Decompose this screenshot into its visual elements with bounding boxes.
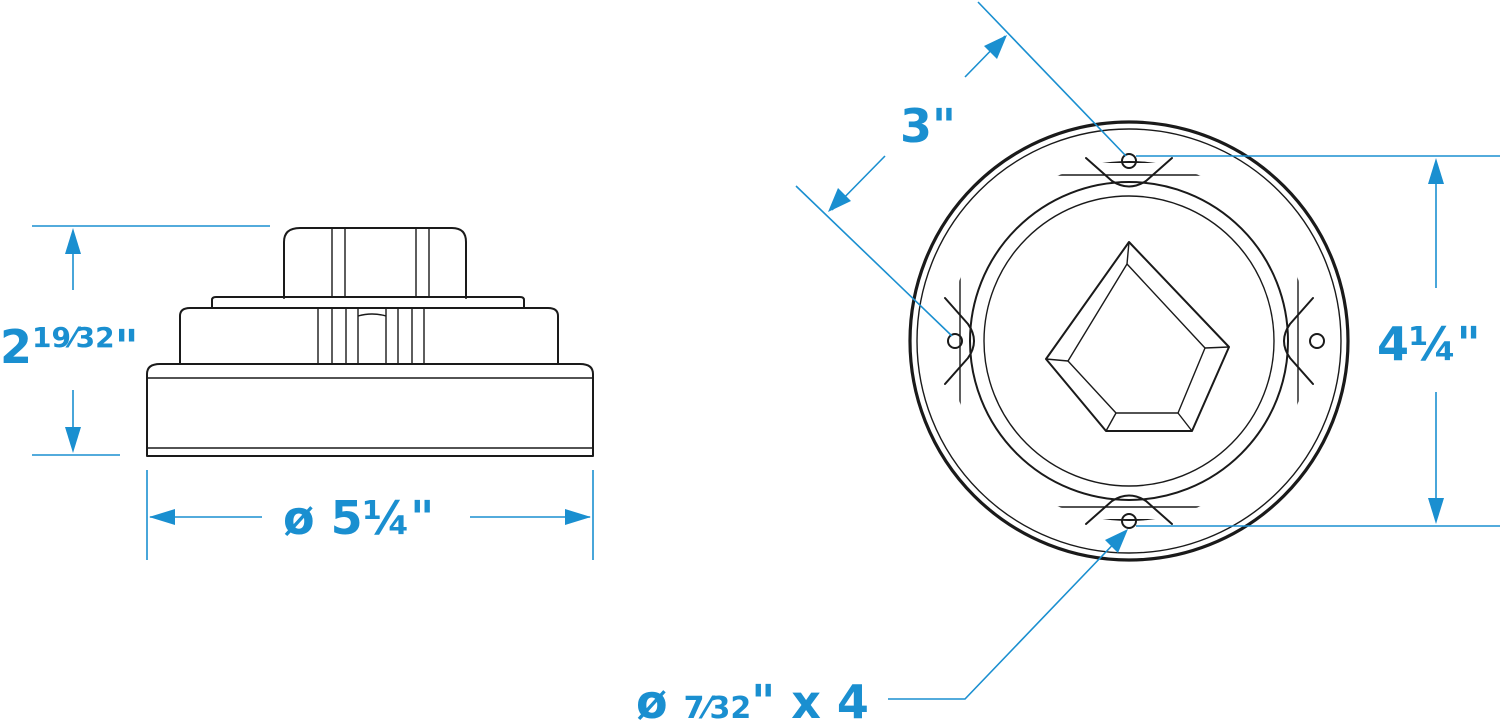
mounting-hole-left — [947, 333, 963, 349]
hole-callout: ø 7⁄32" x 4 — [636, 529, 1128, 728]
diameter-label: ø 5¼" — [283, 491, 434, 545]
mounting-hole-top — [1121, 153, 1137, 169]
bolt-spacing-dimension: 3" — [795, 1, 1127, 337]
mounting-hole-bottom — [1121, 513, 1137, 529]
side-view — [146, 227, 594, 457]
diameter-dimension: ø 5¼" — [146, 470, 594, 560]
height-label: 219⁄32" — [0, 320, 139, 374]
top-view — [908, 120, 1350, 562]
hole-callout-label: ø 7⁄32" x 4 — [636, 675, 869, 728]
hole-spacing-dimension: 4¼" — [1136, 155, 1500, 527]
height-dimension: 219⁄32" — [0, 225, 270, 456]
bolt-spacing-label: 3" — [900, 99, 956, 153]
hole-spacing-label: 4¼" — [1377, 317, 1481, 371]
mounting-hole-right — [1309, 333, 1325, 349]
